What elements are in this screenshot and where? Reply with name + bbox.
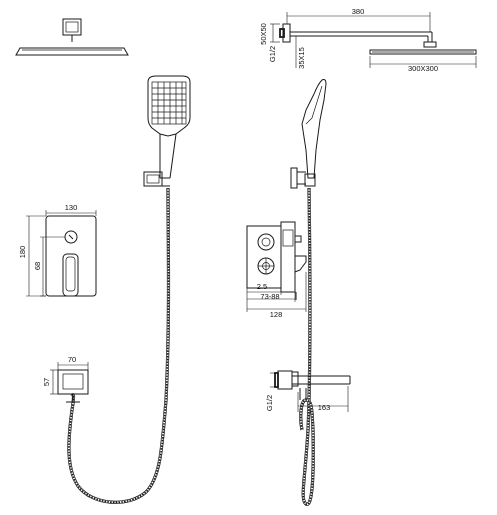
head-width-label: 380 xyxy=(352,7,365,16)
head-square-label: 300X300 xyxy=(408,64,438,73)
body-offset-label: 2.5 xyxy=(257,282,267,291)
plate-width-label: 130 xyxy=(65,203,78,212)
hand-shower-side xyxy=(291,80,326,189)
arm-height-label: 35X15 xyxy=(297,47,306,69)
bath-spout-side xyxy=(275,371,350,400)
elbow-height-label: 57 xyxy=(42,378,51,386)
elbow-width-label: 70 xyxy=(68,355,76,364)
wall-elbow-front xyxy=(58,370,88,402)
plate-handle-label: 68 xyxy=(33,262,42,270)
hand-shower-front xyxy=(148,76,190,186)
shower-hose-side xyxy=(301,188,313,504)
shower-hose-front xyxy=(69,188,169,502)
mixer-body-dimensions: 2.5 73-88 128 xyxy=(247,272,306,319)
body-depth-label: 128 xyxy=(270,310,283,319)
elbow-dimensions: 70 57 xyxy=(42,355,88,394)
plate-dimensions: 130 180 68 xyxy=(18,203,96,296)
body-range-label: 73-88 xyxy=(260,292,279,301)
spout-length-label: 163 xyxy=(318,403,331,412)
mixer-cover-plate-front xyxy=(46,216,96,296)
arm-thread-label: G1/2 xyxy=(268,46,277,62)
plate-height-label: 180 xyxy=(18,246,27,259)
nozzle-grid xyxy=(152,82,186,124)
shower-arm-side xyxy=(280,24,476,54)
arm-flange-label: 50X50 xyxy=(259,23,268,45)
spout-thread-label: G1/2 xyxy=(265,395,274,411)
rain-shower-head-front xyxy=(16,19,128,55)
arm-dimensions: 380 300X300 50X50 G1/2 35X15 xyxy=(259,7,476,73)
hand-shower-holder-front xyxy=(144,172,162,186)
